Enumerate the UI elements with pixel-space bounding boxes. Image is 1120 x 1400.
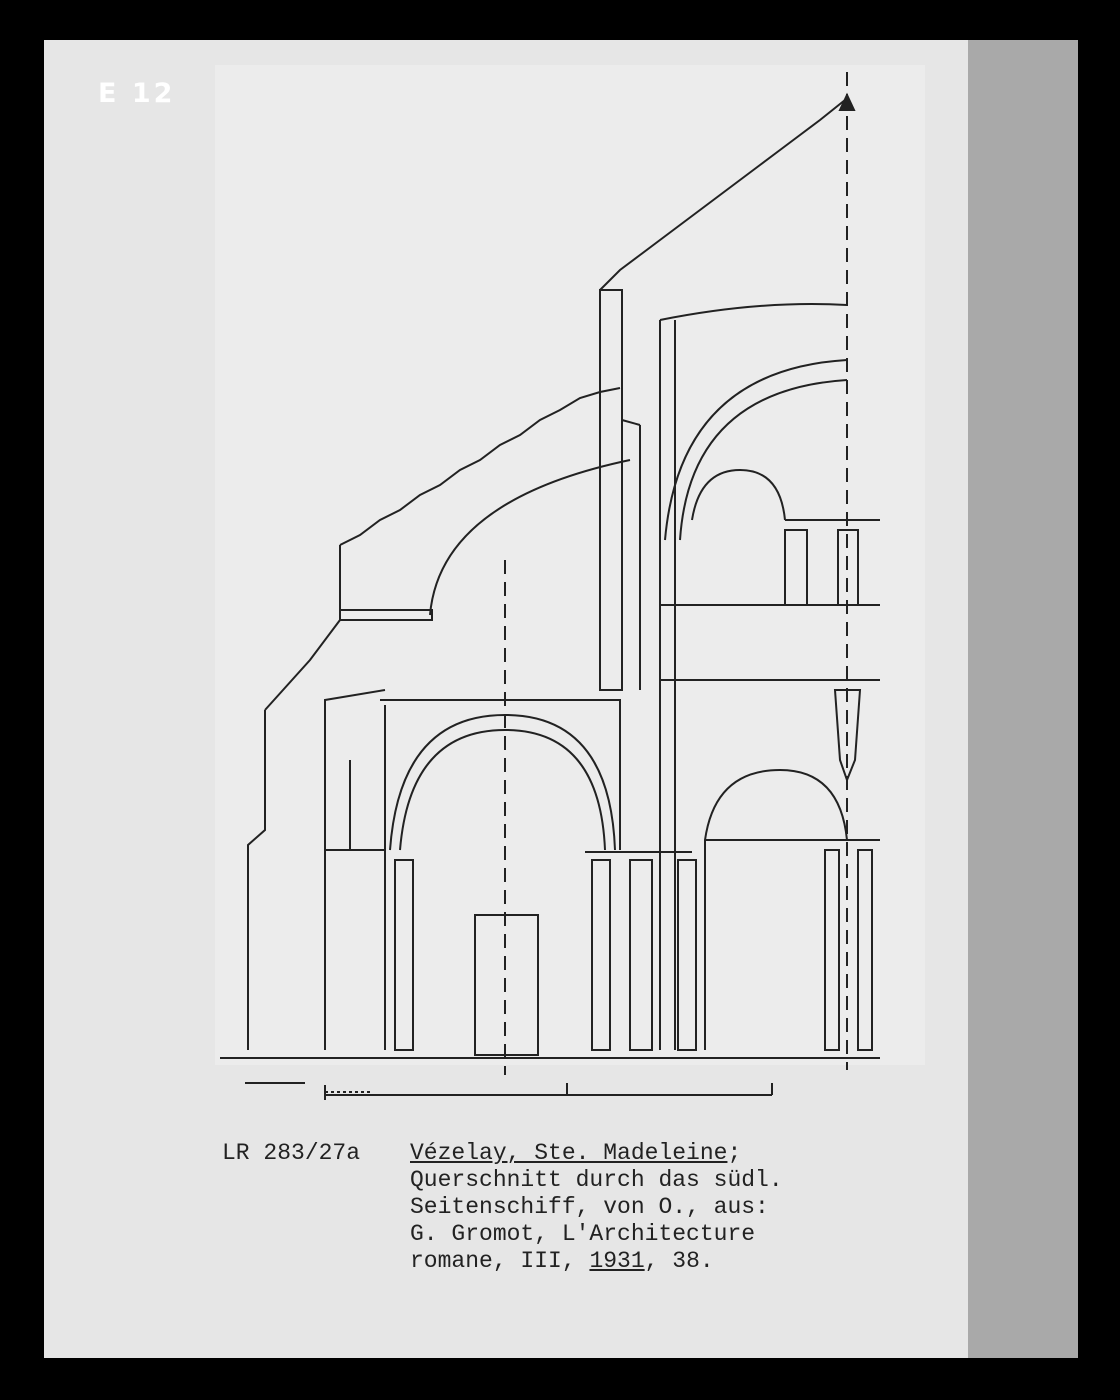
card-edge-strip <box>968 40 1078 1358</box>
caption-line-prefix: romane, III, <box>410 1248 590 1274</box>
caption-line-suffix: , 38. <box>644 1248 714 1274</box>
caption-line: G. Gromot, L'Architecture <box>410 1221 756 1247</box>
caption-line: Seitenschiff, von O., aus: <box>410 1194 769 1220</box>
caption-line: Querschnitt durch das südl. <box>410 1167 783 1193</box>
catalog-reference: LR 283/27a <box>222 1140 361 1166</box>
caption-year: 1931 <box>589 1248 645 1274</box>
caption-title-suffix: ; <box>727 1140 742 1166</box>
card-label: E 12 <box>98 78 176 109</box>
caption-text: Vézelay, Ste. Madeleine; Querschnitt dur… <box>410 1140 783 1275</box>
caption-title: Vézelay, Ste. Madeleine <box>410 1140 728 1166</box>
